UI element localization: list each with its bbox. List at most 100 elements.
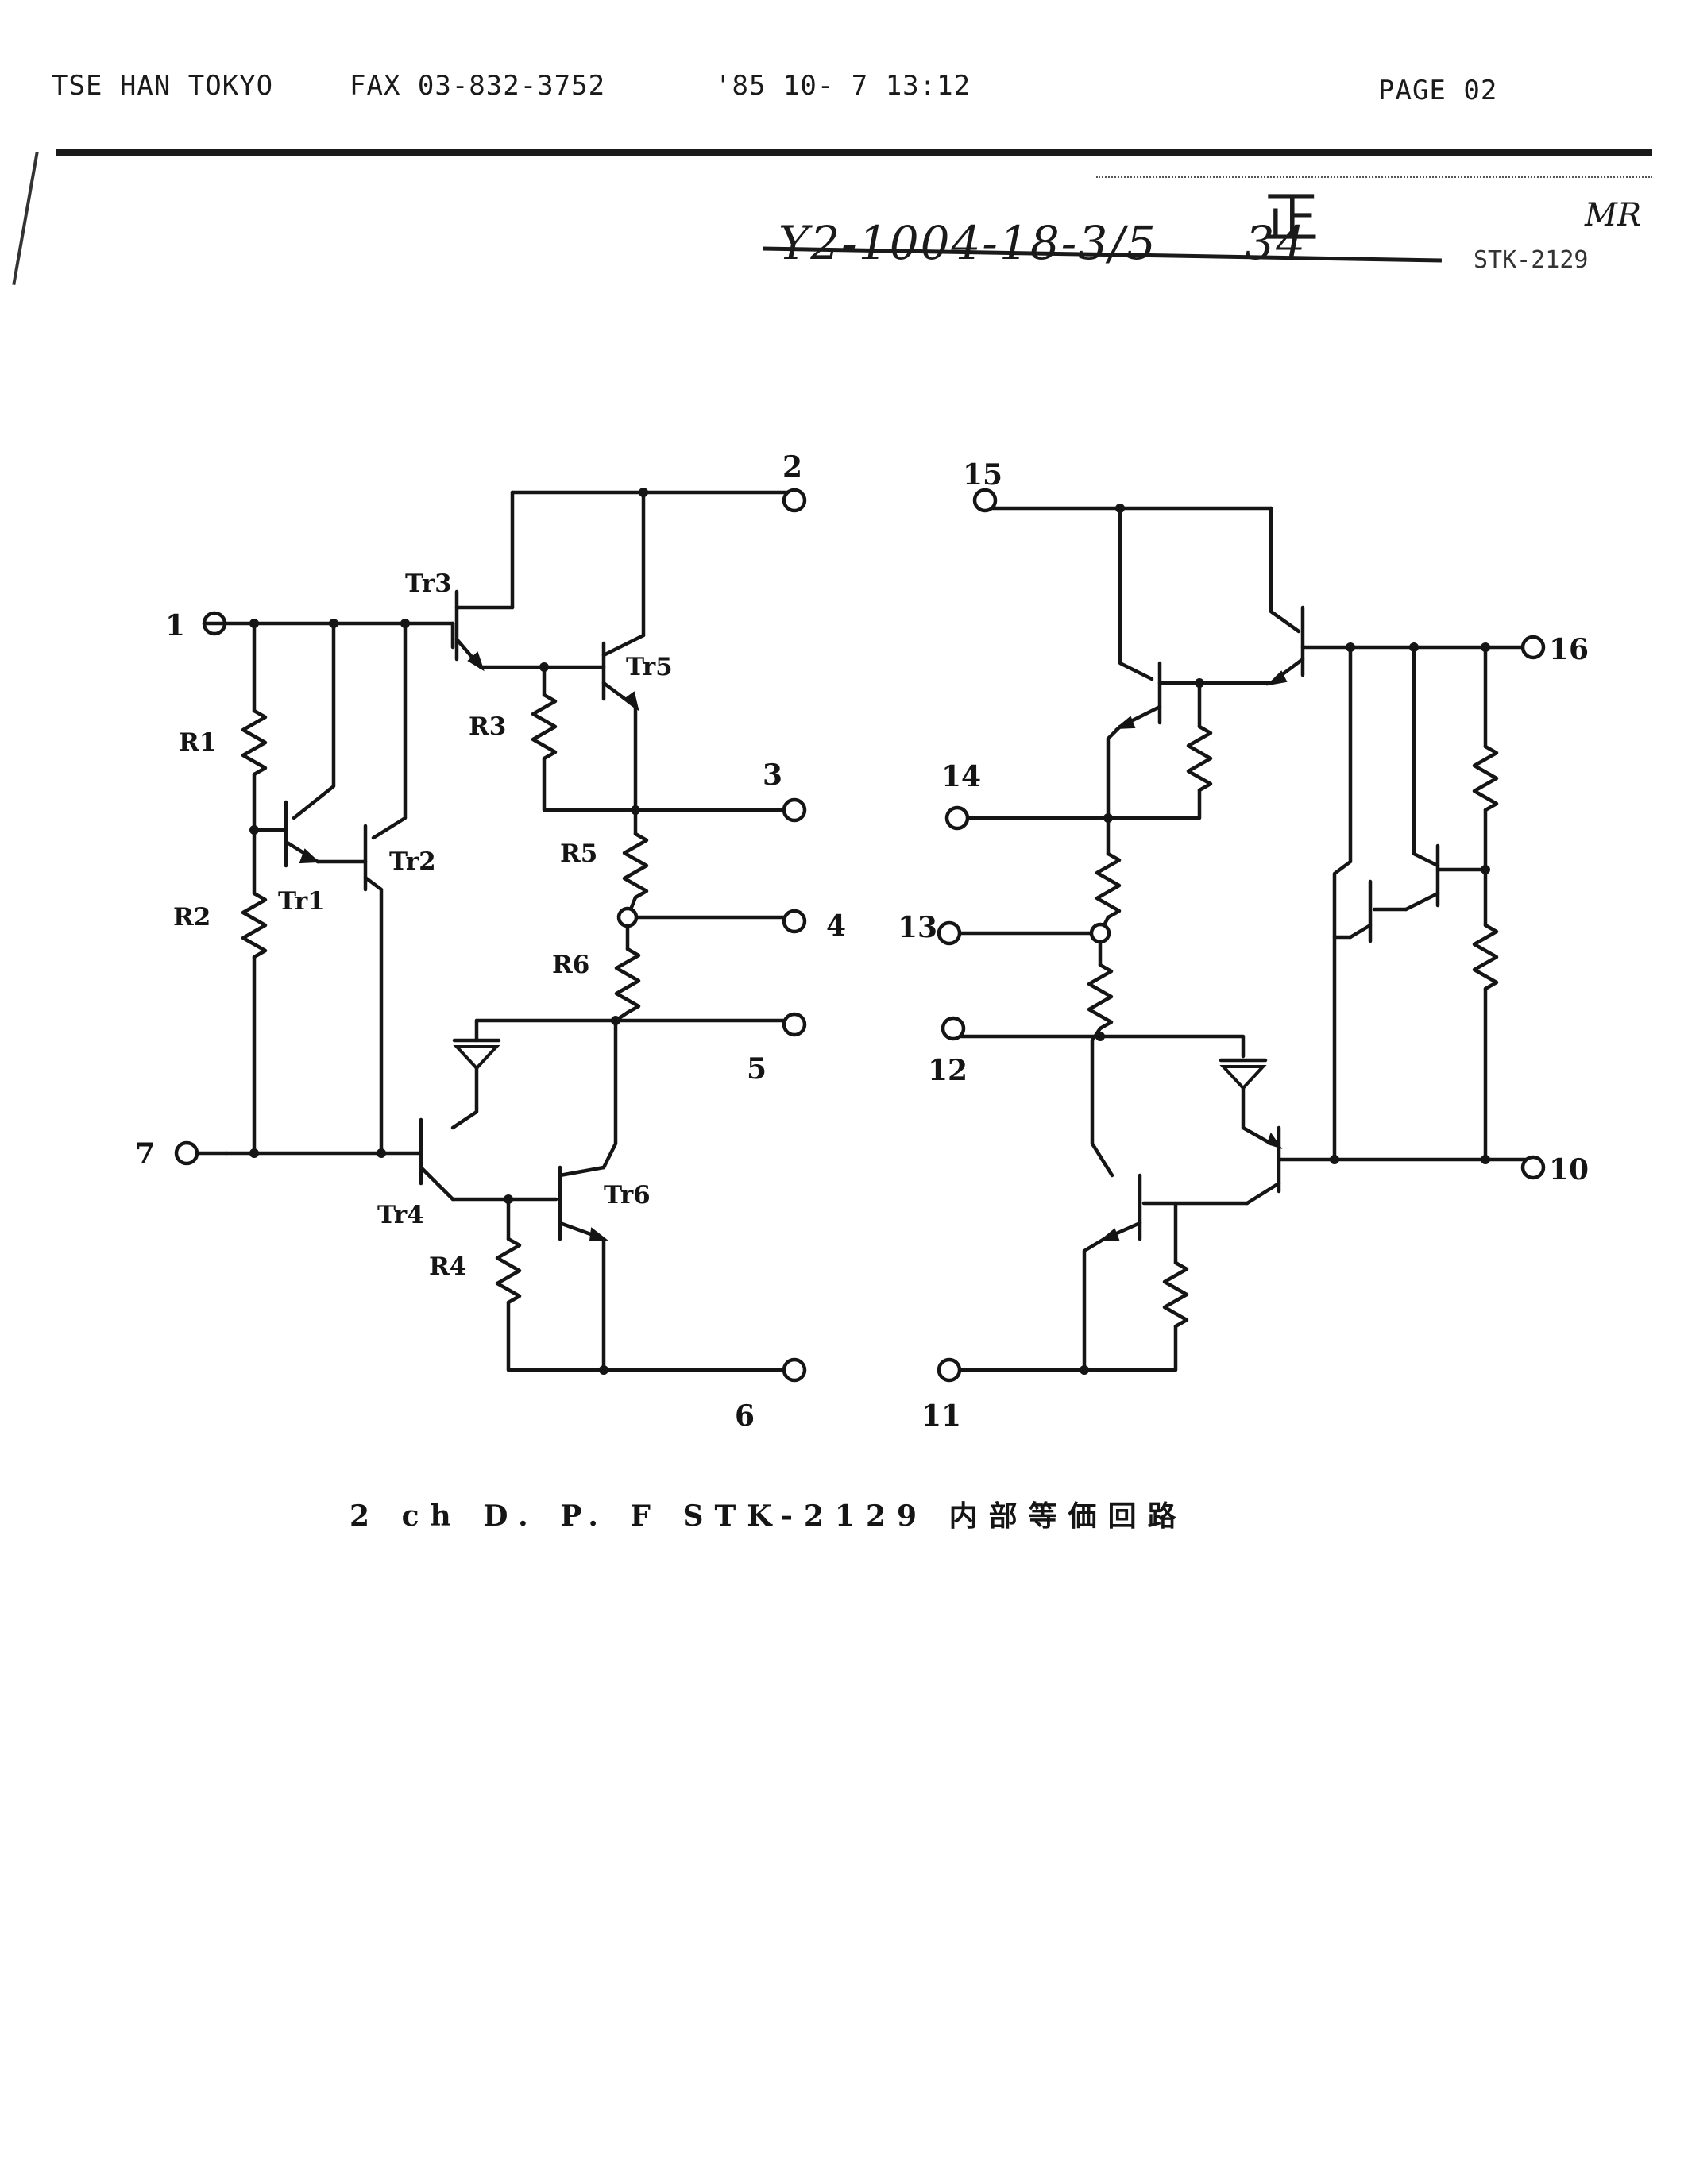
- terminal-pin-3: [782, 797, 807, 823]
- label-Tr4: Tr4: [377, 1201, 424, 1229]
- junction-dot: [1330, 1155, 1339, 1164]
- emitter-arrow: [299, 848, 320, 864]
- header-rule: [56, 149, 1652, 156]
- pin-label-5: 5: [747, 1052, 767, 1086]
- junction-dot: [1481, 642, 1490, 652]
- terminal-pin-15: [972, 488, 998, 513]
- resistor-zigzag: [1162, 1260, 1189, 1329]
- terminal-pin-5: [782, 1012, 807, 1037]
- label-R1: R1: [179, 728, 216, 757]
- emitter-arrow: [589, 1227, 608, 1242]
- terminal-pin-13: [937, 920, 962, 946]
- emitter-arrow: [1266, 1132, 1283, 1149]
- pin-label-16: 16: [1549, 633, 1589, 666]
- wire: [292, 621, 336, 820]
- emitter-arrow: [467, 651, 485, 672]
- resistor-R4-zigzag: [495, 1237, 522, 1305]
- wire: [1090, 1026, 1114, 1178]
- handwritten-reference: Y2-1004-18-3/5 34: [778, 216, 1307, 270]
- label-Tr1: Tr1: [278, 887, 325, 916]
- handwritten-ref-code: Y2-1004-18-3/5: [778, 216, 1157, 270]
- terminal-pin-4: [782, 909, 807, 934]
- terminal-pin-7: [174, 1140, 199, 1166]
- pin-label-14: 14: [941, 760, 981, 793]
- label-Tr6: Tr6: [604, 1181, 651, 1210]
- fax-sender: TSE HAN TOKYO: [52, 70, 274, 102]
- resistor-zigzag: [1186, 724, 1213, 793]
- wire: [1106, 724, 1122, 820]
- resistor-zigzag: [1087, 963, 1114, 1031]
- resistor-zigzag: [1095, 851, 1122, 920]
- pin-label-3: 3: [763, 758, 782, 792]
- label-R5: R5: [560, 839, 597, 868]
- label-Tr5: Tr5: [626, 653, 673, 681]
- handwritten-number: 34: [1245, 216, 1307, 270]
- junction-dot: [329, 619, 338, 628]
- terminal-pin-6: [782, 1357, 807, 1383]
- document-code: STK-2129: [1474, 246, 1589, 274]
- junction-dot: [631, 805, 640, 815]
- wire: [558, 1165, 606, 1178]
- junction-dot: [599, 1365, 608, 1375]
- wire: [1404, 891, 1440, 912]
- junction-dot: [1481, 865, 1490, 874]
- wire: [959, 788, 1202, 820]
- wire: [959, 1034, 1246, 1059]
- wire: [1245, 1181, 1281, 1206]
- pin-label-6: 6: [735, 1399, 755, 1433]
- resistor-R1-zigzag: [241, 708, 268, 777]
- wire: [419, 1165, 455, 1202]
- wire: [363, 875, 384, 1156]
- wire: [1269, 506, 1301, 634]
- terminal-pin-16: [1520, 635, 1546, 660]
- junction-dot: [1195, 678, 1204, 688]
- wire: [601, 1010, 630, 1170]
- right-channel-circuit: 15 16 14 13 12 10 11: [898, 458, 1589, 1433]
- wire: [959, 1324, 1178, 1372]
- diode-triangle: [453, 1045, 500, 1071]
- fax-timestamp: '85 10- 7 13:12: [715, 70, 971, 102]
- junction-dot: [1409, 642, 1419, 652]
- junction-dot: [400, 619, 410, 628]
- terminal-pin-11: [937, 1357, 962, 1383]
- junction-dot: [1346, 642, 1355, 652]
- junction-dot: [249, 1148, 259, 1158]
- pin-label-12: 12: [928, 1054, 968, 1087]
- resistor-R6-zigzag: [614, 947, 641, 1015]
- label-R3: R3: [469, 712, 506, 741]
- junction-dot: [1080, 1365, 1089, 1375]
- terminal-pin-2: [782, 488, 807, 513]
- pin-label-7: 7: [135, 1137, 155, 1171]
- terminal-pin-14: [944, 805, 970, 831]
- wire: [1082, 1237, 1107, 1372]
- wire: [542, 756, 789, 812]
- pin-label-2: 2: [782, 450, 802, 484]
- label-R6: R6: [552, 951, 589, 979]
- junction-dot: [249, 825, 259, 835]
- junction-dot: [249, 619, 259, 628]
- resistor-R2-zigzag: [241, 891, 268, 959]
- resistor-zigzag: [1472, 923, 1499, 991]
- wire: [506, 1300, 789, 1372]
- junction-dot: [1115, 504, 1125, 513]
- emitter-arrow: [624, 691, 639, 712]
- junction-dot: [377, 1148, 386, 1158]
- pin-label-1: 1: [165, 609, 185, 642]
- emitter-arrow: [1266, 670, 1288, 686]
- fax-page: PAGE 02: [1378, 75, 1498, 106]
- resistor-R5-zigzag: [622, 832, 649, 900]
- left-channel-circuit: 1 2 3 4 5 6 7 R1 R2 R3 R4 R5 R6 Tr1 Tr2 …: [135, 450, 846, 1433]
- fax-header: TSE HAN TOKYO FAX 03-832-3752 '85 10- 7 …: [0, 70, 1688, 118]
- label-Tr2: Tr2: [389, 847, 436, 876]
- pin-label-10: 10: [1549, 1153, 1589, 1187]
- junction-dot: [504, 1194, 513, 1204]
- figure-caption: 2 ch D. P. F STK-2129 内部等価回路: [350, 1499, 1188, 1533]
- junction-dot: [1095, 1032, 1105, 1041]
- wire: [1332, 645, 1353, 1162]
- label-R4: R4: [429, 1252, 466, 1281]
- pin-label-4: 4: [826, 909, 846, 943]
- header-rule-dotted: [1096, 176, 1652, 179]
- node-marker: [616, 906, 639, 928]
- label-R2: R2: [173, 903, 211, 932]
